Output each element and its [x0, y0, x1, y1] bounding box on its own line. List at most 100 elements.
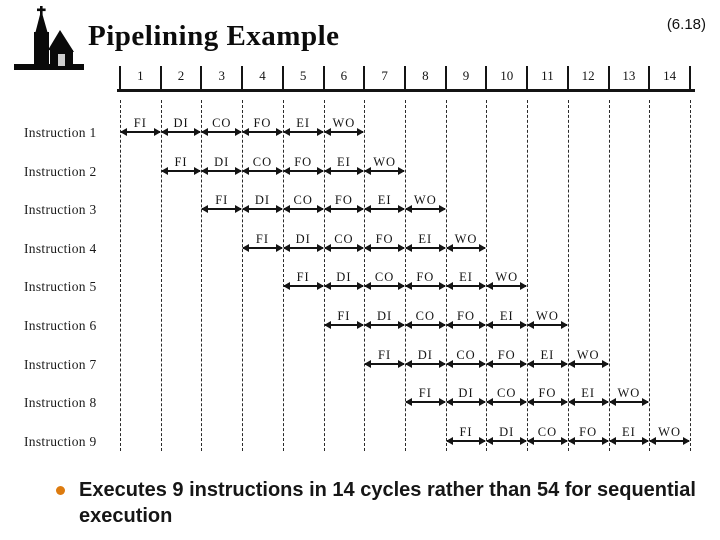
pipeline-stage-cell: EI	[608, 424, 650, 445]
ruler-tick	[526, 66, 529, 89]
stage-arrow	[282, 128, 324, 136]
stage-arrow	[486, 359, 527, 368]
pipeline-stage-cell: DI	[160, 116, 202, 136]
cycle-number: 4	[259, 68, 266, 83]
pipeline-stage-cell: FI	[282, 270, 324, 291]
church-logo-icon	[10, 4, 92, 76]
stage-label: EI	[499, 309, 514, 323]
cycle-gridline	[242, 100, 244, 451]
stage-arrow	[201, 205, 242, 214]
pipeline-stage-cell: FI	[445, 424, 487, 445]
stage-arrow	[364, 166, 405, 175]
instruction-label: Instruction 4	[24, 240, 97, 256]
ruler-tick	[322, 66, 325, 89]
cycle-gridline	[282, 100, 284, 451]
stage-label: DI	[417, 347, 433, 362]
stage-arrow	[527, 359, 568, 368]
cycle-gridline	[404, 100, 406, 451]
stage-label: FI	[255, 231, 270, 246]
stage-label: FI	[337, 309, 351, 323]
pipeline-stage-cell: EI	[527, 348, 568, 368]
stage-label: CO	[497, 386, 517, 401]
pipeline-stage-cell: FO	[445, 309, 487, 329]
stage-arrow	[527, 436, 568, 445]
stage-arrow	[486, 282, 527, 291]
stage-label: DI	[458, 386, 474, 401]
instruction-label: Instruction 6	[24, 318, 97, 333]
stage-label: CO	[456, 347, 476, 362]
pipeline-stage-cell: WO	[608, 386, 650, 407]
stage-arrow	[364, 243, 405, 252]
ruler-tick	[363, 66, 366, 89]
stage-label: DI	[295, 231, 311, 246]
cycle-number: 6	[340, 68, 348, 83]
stage-label: CO	[374, 270, 395, 285]
pipeline-stage-cell: FI	[364, 348, 405, 368]
pipeline-stage-cell: DI	[242, 193, 283, 214]
stage-arrow	[242, 128, 283, 136]
stage-label: EI	[540, 347, 555, 362]
stage-label: DI	[173, 116, 189, 130]
stage-arrow	[404, 243, 446, 252]
stage-arrow	[323, 282, 364, 291]
pipeline-stage-cell: FI	[201, 193, 242, 214]
stage-arrow	[567, 398, 609, 407]
pipeline-stage-cell: FI	[160, 154, 202, 175]
stage-arrow	[364, 359, 405, 368]
stage-arrow	[486, 398, 527, 407]
bullet-icon	[56, 486, 65, 495]
pipeline-stage-cell: WO	[404, 193, 446, 214]
stage-label: FO	[375, 231, 394, 246]
stage-label: FO	[294, 154, 313, 169]
stage-label: FI	[459, 424, 473, 439]
pipeline-stage-cell: EI	[445, 270, 487, 291]
stage-label: FO	[457, 309, 476, 323]
pipeline-stage-cell: DI	[323, 270, 365, 291]
cycle-gridline	[120, 100, 121, 451]
stage-label: FO	[334, 193, 353, 208]
stage-label: FI	[418, 386, 432, 401]
stage-arrow	[364, 321, 405, 329]
instruction-label: Instruction 8	[24, 395, 97, 411]
stage-label: CO	[334, 231, 354, 246]
pipeline-stage-cell: DI	[486, 425, 527, 445]
stage-label: EI	[296, 116, 311, 130]
stage-arrow	[282, 205, 324, 214]
stage-label: FI	[296, 270, 310, 285]
pipeline-stage-cell: FO	[404, 270, 446, 291]
ruler-tick	[200, 66, 203, 89]
stage-label: EI	[377, 193, 392, 208]
pipeline-stage-cell: WO	[649, 425, 690, 445]
ruler-tick	[119, 66, 121, 89]
stage-label: FI	[174, 154, 188, 169]
stage-arrow	[445, 321, 487, 329]
cycle-gridline	[323, 100, 325, 451]
pipeline-stage-cell: FO	[282, 154, 324, 175]
stage-arrow	[527, 398, 568, 407]
ruler-tick	[607, 66, 610, 89]
stage-label: FI	[378, 347, 392, 362]
instruction-label: Instruction 2	[24, 163, 97, 179]
pipeline-stage-cell: WO	[567, 348, 609, 368]
pipeline-stage-cell: CO	[404, 309, 446, 329]
stage-label: DI	[214, 154, 230, 169]
ruler-tick	[444, 66, 447, 89]
pipeline-stage-cell: FO	[242, 116, 283, 136]
pipeline-stage-cell: FI	[404, 386, 446, 407]
pipeline-stage-cell: FI	[242, 232, 283, 252]
instruction-label: Instruction 9	[24, 433, 97, 449]
ruler-tick	[648, 66, 651, 89]
stage-arrow	[486, 436, 527, 445]
pipeline-stage-cell: EI	[567, 386, 609, 407]
stage-arrow	[445, 398, 487, 407]
stage-label: FI	[133, 116, 147, 130]
stage-label: WO	[495, 270, 519, 285]
stage-label: EI	[621, 424, 636, 439]
stage-arrow	[404, 205, 446, 214]
stage-arrow	[649, 436, 690, 445]
slide-number: (6.18)	[666, 16, 706, 33]
cycle-number: 8	[422, 68, 429, 83]
stage-arrow	[527, 321, 568, 329]
cycle-number: 1	[137, 68, 144, 83]
